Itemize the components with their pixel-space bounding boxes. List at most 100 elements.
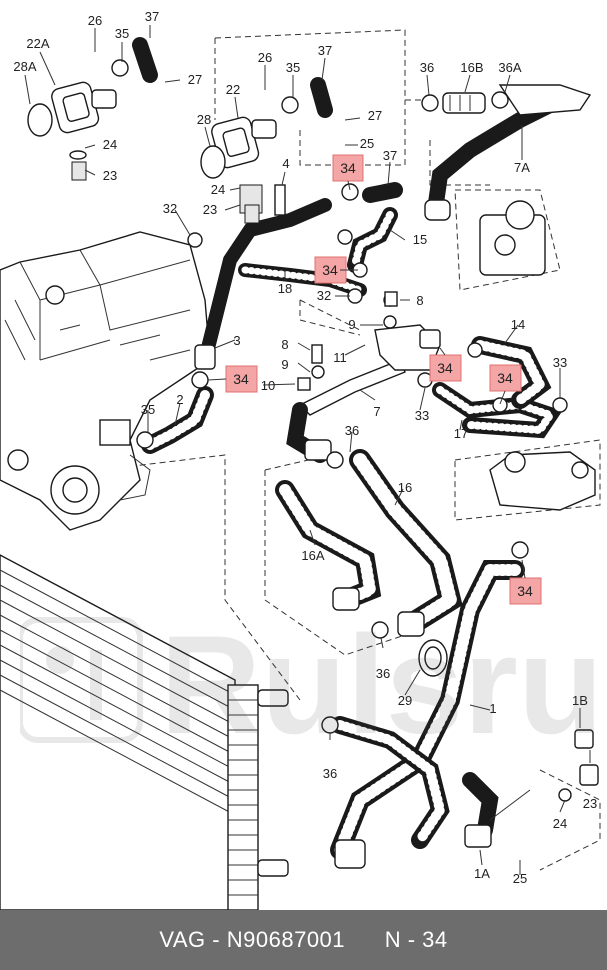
hose-14	[471, 336, 552, 409]
part-label-4: 4	[282, 156, 289, 171]
hose-16B	[442, 92, 486, 114]
expansion-tank	[489, 451, 596, 511]
part-label-36: 36	[420, 60, 434, 75]
part-label-1: 1	[489, 701, 496, 716]
part-label-18: 18	[278, 281, 292, 296]
part-label-22: 22	[226, 82, 240, 97]
part-label-24: 24	[211, 182, 225, 197]
hose-16	[349, 449, 463, 637]
part-label-37: 37	[318, 43, 332, 58]
part-label-1A: 1A	[474, 866, 490, 881]
group-outline-reservoir	[454, 439, 601, 521]
part-label-9: 9	[281, 357, 288, 372]
part-label-3: 3	[233, 333, 240, 348]
part-label-2: 2	[176, 392, 183, 407]
part-label-34-c: 34	[233, 371, 249, 387]
part-label-34-d: 34	[437, 360, 453, 376]
highlight-leaders	[207, 180, 526, 579]
part-label-28A: 28A	[13, 59, 36, 74]
part-label-33: 33	[415, 408, 429, 423]
highlight-box-34-f	[509, 577, 542, 605]
part-label-34-a: 34	[340, 160, 356, 176]
part-label-22A: 22A	[26, 36, 49, 51]
group-outline-right-pump	[454, 189, 561, 291]
part-label-25: 25	[513, 871, 527, 886]
part-label-36: 36	[376, 666, 390, 681]
small-fittings	[69, 150, 599, 802]
hose-15	[347, 207, 398, 273]
hose-7	[286, 359, 406, 463]
part-label-36: 36	[323, 766, 337, 781]
group-outline-left-engine	[99, 454, 301, 701]
part-label-35: 35	[115, 26, 129, 41]
part-label-17: 17	[454, 426, 468, 441]
part-label-27: 27	[188, 72, 202, 87]
highlight-box-34-e	[489, 364, 522, 392]
part-label-35: 35	[141, 402, 155, 417]
footer-position: N - 34	[384, 927, 448, 952]
part-label-29: 29	[398, 693, 412, 708]
leader-lines	[24, 25, 591, 875]
part-label-27: 27	[368, 108, 382, 123]
part-label-28: 28	[197, 112, 211, 127]
footer-part-number: N90687001	[226, 927, 346, 952]
flange-22	[200, 116, 277, 179]
highlight-box-34-c	[225, 365, 258, 393]
part-label-26: 26	[88, 13, 102, 28]
flange-22A	[27, 81, 117, 137]
footer-bar: VAG - N90687001 N - 34	[0, 910, 607, 970]
hose-18	[238, 263, 367, 297]
part-label-24: 24	[553, 816, 567, 831]
part-label-36: 36	[345, 423, 359, 438]
part-label-16: 16	[398, 480, 412, 495]
part-label-11: 11	[333, 350, 347, 365]
part-label-32: 32	[163, 201, 177, 216]
part-label-24: 24	[103, 137, 117, 152]
hose-17	[432, 382, 563, 439]
part-label-37: 37	[145, 9, 159, 24]
part-labels: 26 37 35 22A 28A 27 24 23 37 26 35 22 27…	[13, 9, 597, 886]
group-outline-middle	[299, 299, 361, 336]
exploded-parts-diagram: 34 34 34 34 34 34 26 37 35 22A 28A 27 24…	[0, 9, 601, 910]
part-label-8: 8	[281, 337, 288, 352]
part-label-8: 8	[416, 293, 423, 308]
hose-2	[141, 386, 214, 454]
part-label-25: 25	[360, 136, 374, 151]
part-label-7: 7	[373, 404, 380, 419]
part-label-23: 23	[203, 202, 217, 217]
part-label-36A: 36A	[498, 60, 521, 75]
part-label-35: 35	[286, 60, 300, 75]
coolant-pump-housing	[479, 200, 546, 276]
radiator	[0, 554, 289, 910]
clamp-ring-29	[418, 639, 448, 677]
part-label-37: 37	[383, 148, 397, 163]
part-label-1B: 1B	[572, 693, 588, 708]
hose-37	[132, 37, 403, 203]
part-label-32: 32	[317, 288, 331, 303]
part-label-14: 14	[511, 317, 525, 332]
hose-1A	[462, 772, 531, 848]
hose-clamps	[111, 59, 568, 734]
pipe-7A	[424, 84, 592, 221]
part-label-9: 9	[348, 317, 355, 332]
engine-block	[0, 231, 211, 531]
footer-separator: -	[212, 927, 221, 952]
part-label-23: 23	[583, 796, 597, 811]
part-label-26: 26	[258, 50, 272, 65]
highlight-box-34-d	[429, 354, 462, 382]
part-label-7A: 7A	[514, 160, 530, 175]
part-label-34-e: 34	[497, 370, 513, 386]
footer-brand: VAG	[159, 927, 206, 952]
part-label-34-f: 34	[517, 583, 533, 599]
part-label-33: 33	[553, 355, 567, 370]
group-outline-right-lower	[539, 769, 601, 871]
group-outline-top-left	[214, 29, 406, 166]
part-label-16A: 16A	[301, 548, 324, 563]
part-label-23: 23	[103, 168, 117, 183]
hose-1	[330, 560, 525, 869]
hose-16A	[275, 480, 382, 611]
part-label-10: 10	[261, 378, 275, 393]
part-label-34-b: 34	[322, 262, 338, 278]
part-label-16B: 16B	[460, 60, 483, 75]
pipe-3	[194, 198, 332, 370]
